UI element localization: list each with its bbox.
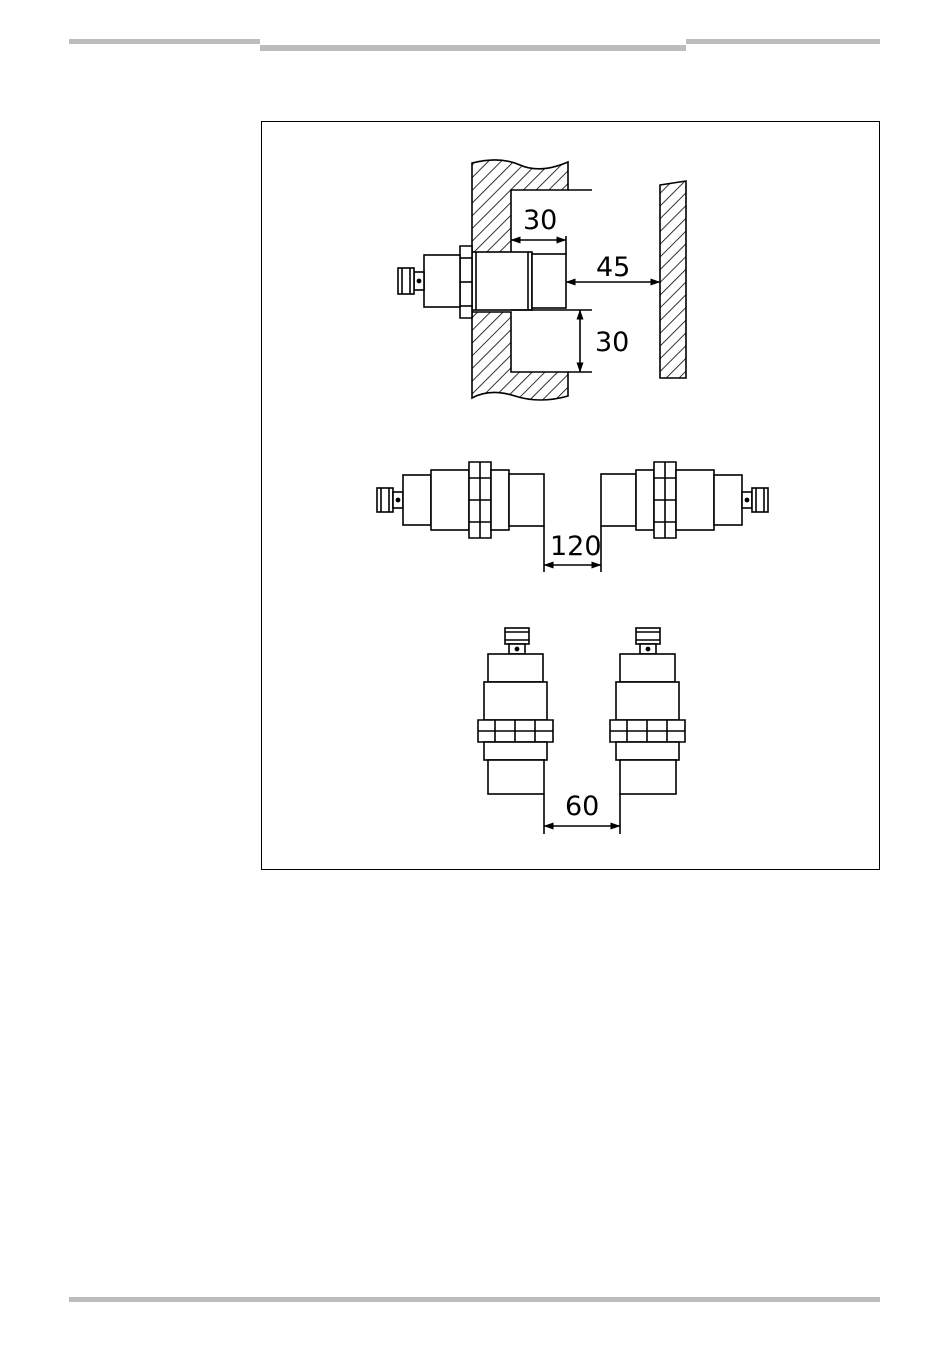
dim-label-object-distance: 45 — [596, 252, 630, 283]
right-vertical-sensor — [610, 628, 685, 794]
dim-label-wall-clearance: 30 — [523, 205, 557, 236]
wall-mount-view — [398, 160, 686, 400]
left-vertical-sensor — [478, 628, 553, 794]
dim-label-side-clearance: 30 — [595, 327, 629, 358]
sensor-rear — [424, 255, 460, 307]
dim-label-side-by-side: 60 — [565, 791, 599, 822]
target-object — [660, 181, 686, 378]
left-sensor — [377, 462, 544, 538]
dim-label-face-to-face: 120 — [550, 531, 602, 562]
right-sensor — [601, 462, 768, 538]
sensor-front — [532, 254, 566, 308]
sensor-housing — [472, 252, 532, 310]
